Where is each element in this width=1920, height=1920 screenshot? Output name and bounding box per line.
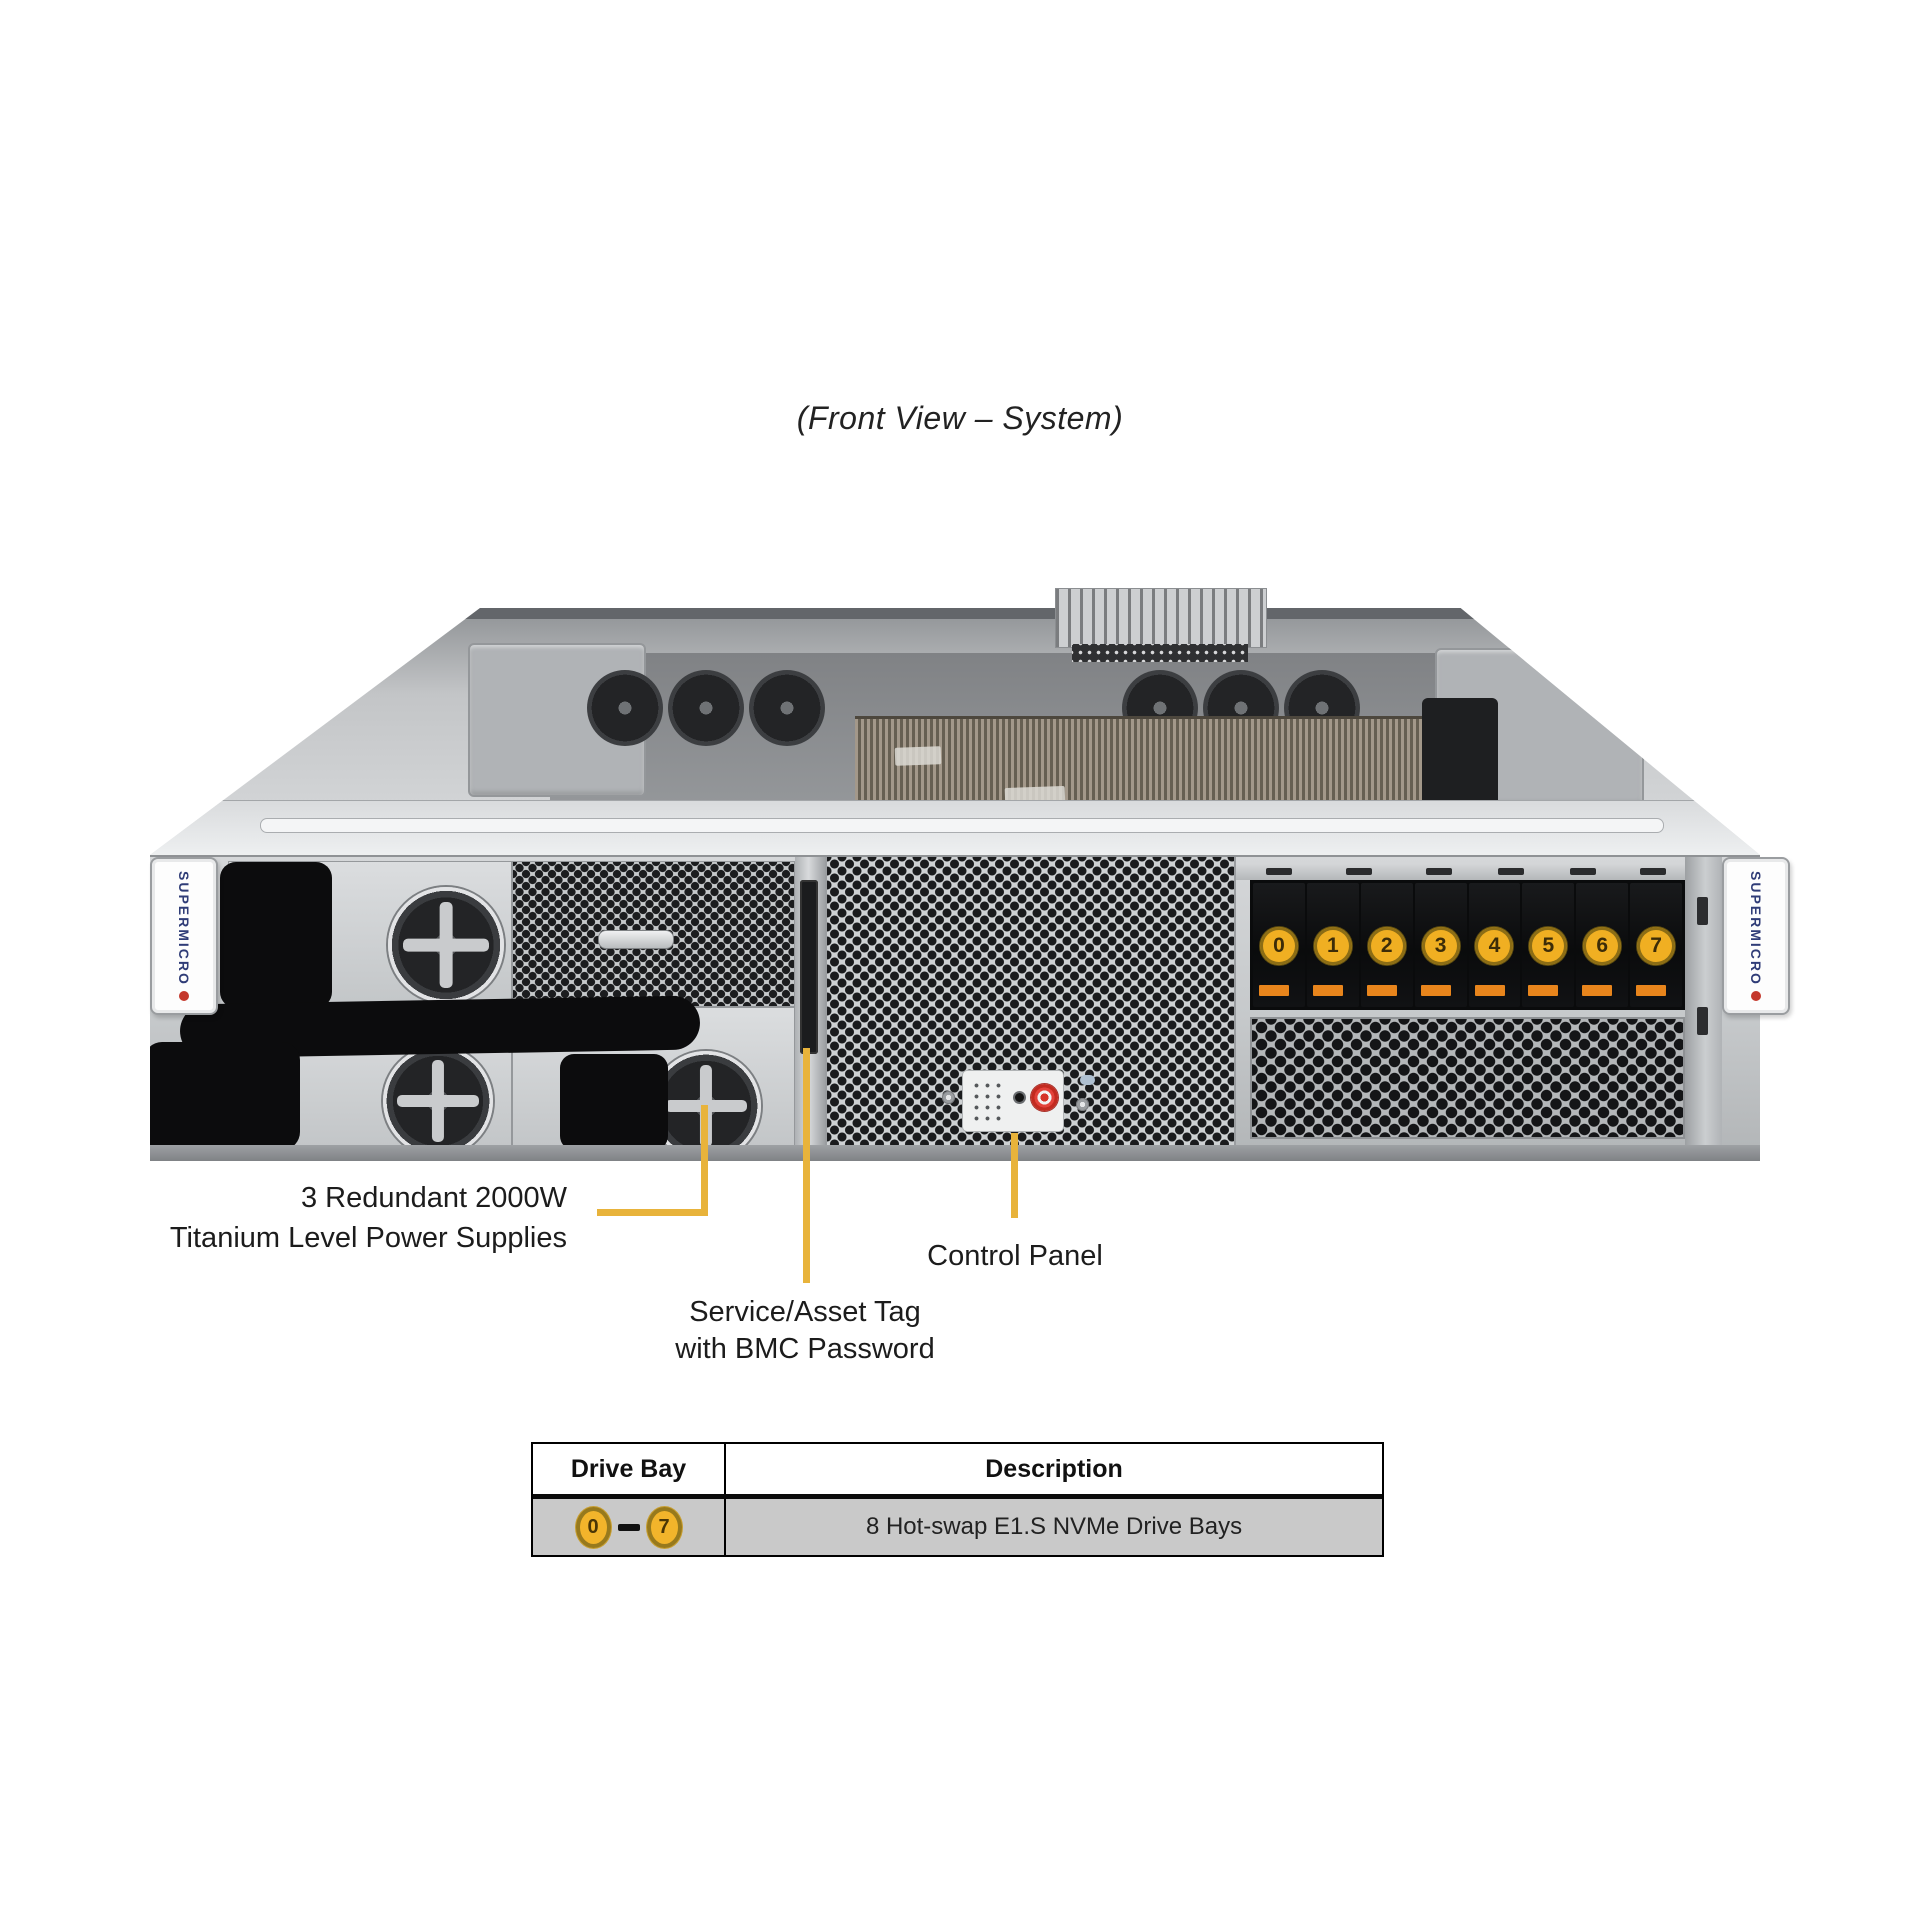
right-rack-ear: SUPERMICRO	[1722, 857, 1790, 1015]
service-asset-tag-pull[interactable]	[800, 880, 818, 1054]
drive-number-badge: 3	[1421, 927, 1460, 965]
control-panel	[962, 1070, 1064, 1132]
psu-blank-cover	[512, 861, 795, 1007]
drive-bay-row: 0 1 2 3 4 5 6 7	[1250, 880, 1685, 1010]
drive-number-badge: 7	[1637, 927, 1676, 965]
drive-release-tab	[1528, 985, 1559, 996]
top-vent-opening	[1422, 698, 1498, 813]
drive-number: 2	[1380, 934, 1393, 957]
drive-bay-table: Drive Bay Description 0 7 8 Hot-swap E1.…	[531, 1442, 1384, 1557]
drive-number: 7	[1650, 934, 1662, 957]
figure-title: (Front View – System)	[796, 400, 1124, 436]
drive-latch	[1498, 868, 1524, 875]
drive-release-tab	[1582, 985, 1613, 996]
drive-number-badge: 5	[1529, 927, 1568, 965]
internal-fan	[587, 670, 663, 746]
drive-release-tab	[1636, 985, 1667, 996]
drive-number: 3	[1434, 934, 1447, 957]
power-cable-bundle	[150, 1042, 300, 1145]
supermicro-red-dot-icon	[179, 990, 189, 1001]
status-led-icons	[971, 1080, 1004, 1122]
bracket-slot	[1697, 897, 1708, 925]
drive-number-badge: 2	[1367, 927, 1406, 965]
table-cell-description: 8 Hot-swap E1.S NVMe Drive Bays	[865, 1513, 1243, 1540]
psu-annotation: 3 Redundant 2000W Titanium Level Power S…	[120, 1178, 567, 1258]
drive-bay-slot-6[interactable]: 6	[1576, 883, 1629, 1007]
power-cable-bundle	[220, 862, 332, 1008]
table-cell-bay-range: 0 7	[533, 1499, 726, 1555]
psu-blank-handle	[598, 930, 674, 949]
bay-range-start-badge: 0	[575, 1506, 611, 1548]
power-cable-bundle	[560, 1054, 668, 1145]
drive-latch	[1266, 868, 1292, 875]
drive-bay-slot-5[interactable]: 5	[1522, 883, 1575, 1007]
right-chassis-bracket	[1685, 857, 1722, 1145]
control-panel-callout-line	[1011, 1133, 1018, 1218]
drive-number: 4	[1488, 934, 1501, 957]
internal-fan	[668, 670, 744, 746]
drive-release-tab	[1312, 985, 1343, 996]
supermicro-red-dot-icon	[1751, 990, 1761, 1001]
drive-latch	[1640, 868, 1666, 875]
drive-bay-slot-4[interactable]: 4	[1468, 883, 1521, 1007]
drive-number: 1	[1326, 934, 1339, 957]
drive-bay-slot-2[interactable]: 2	[1360, 883, 1413, 1007]
table-header-description: Description	[985, 1454, 1123, 1483]
panel-screw	[942, 1091, 955, 1104]
supermicro-logo-right: SUPERMICRO	[1748, 871, 1764, 986]
drive-latch	[1426, 868, 1452, 875]
psu-callout-line-horizontal	[597, 1209, 708, 1216]
drive-number: 0	[1273, 934, 1285, 957]
drive-number: 6	[1596, 934, 1609, 957]
table-data-row: 0 7 8 Hot-swap E1.S NVMe Drive Bays	[533, 1499, 1382, 1555]
left-rack-ear: SUPERMICRO	[150, 857, 218, 1015]
service-tag-annotation: Service/Asset Tag with BMC Password	[605, 1294, 1005, 1368]
internal-fan	[749, 670, 825, 746]
drive-number: 5	[1542, 934, 1555, 957]
psu-fan	[388, 887, 504, 1003]
drive-number-badge: 6	[1583, 927, 1622, 965]
drive-bay-slot-7[interactable]: 7	[1630, 883, 1682, 1007]
service-tag-annotation-line1: Service/Asset Tag	[689, 1296, 921, 1328]
panel-screw	[1076, 1098, 1089, 1111]
drive-release-tab	[1259, 985, 1289, 996]
drive-latch	[1570, 868, 1596, 875]
chassis-top-view	[150, 608, 1760, 855]
power-button[interactable]	[1031, 1084, 1058, 1111]
drive-release-tab	[1474, 985, 1505, 996]
psu-annotation-line1: 3 Redundant 2000W	[300, 1182, 567, 1214]
drive-release-tab	[1420, 985, 1451, 996]
drive-bay-latch-strip	[1236, 864, 1685, 880]
service-tag-callout-line	[803, 1048, 810, 1283]
drive-number-badge: 4	[1475, 927, 1514, 965]
uid-led	[1080, 1075, 1095, 1085]
front-lip-groove	[260, 818, 1664, 833]
front-panel: 0 1 2 3 4 5 6 7	[150, 855, 1760, 1145]
bracket-slot	[1697, 1007, 1708, 1035]
psu-callout-line-vertical	[701, 1105, 708, 1216]
reset-button[interactable]	[1015, 1093, 1024, 1102]
drive-bay-slot-3[interactable]: 3	[1414, 883, 1467, 1007]
drive-number-badge: 1	[1313, 927, 1352, 965]
bay-range-end-badge: 7	[646, 1506, 682, 1548]
chassis-bottom-rail	[150, 1145, 1760, 1161]
control-panel-annotation: Control Panel	[927, 1240, 1103, 1272]
table-header-row: Drive Bay Description	[533, 1444, 1382, 1499]
supermicro-logo-left: SUPERMICRO	[176, 871, 192, 986]
psu-fan	[383, 1046, 493, 1145]
service-tag-annotation-line2: with BMC Password	[675, 1333, 935, 1365]
rear-ribbed-module	[1055, 588, 1267, 648]
psu-annotation-line2: Titanium Level Power Supplies	[169, 1222, 567, 1254]
chassis-rear-edge	[150, 608, 1760, 619]
lower-vent-grille	[1250, 1017, 1685, 1139]
drive-bay-slot-1[interactable]: 1	[1306, 883, 1359, 1007]
rear-connector-strip	[1072, 644, 1248, 662]
table-header-drive-bay: Drive Bay	[533, 1444, 726, 1494]
drive-latch	[1346, 868, 1372, 875]
range-dash-icon	[617, 1523, 640, 1531]
drive-number-badge: 0	[1259, 927, 1298, 965]
drive-release-tab	[1366, 985, 1397, 996]
heatsink-label	[894, 746, 942, 766]
drive-bay-slot-0[interactable]: 0	[1253, 883, 1305, 1007]
